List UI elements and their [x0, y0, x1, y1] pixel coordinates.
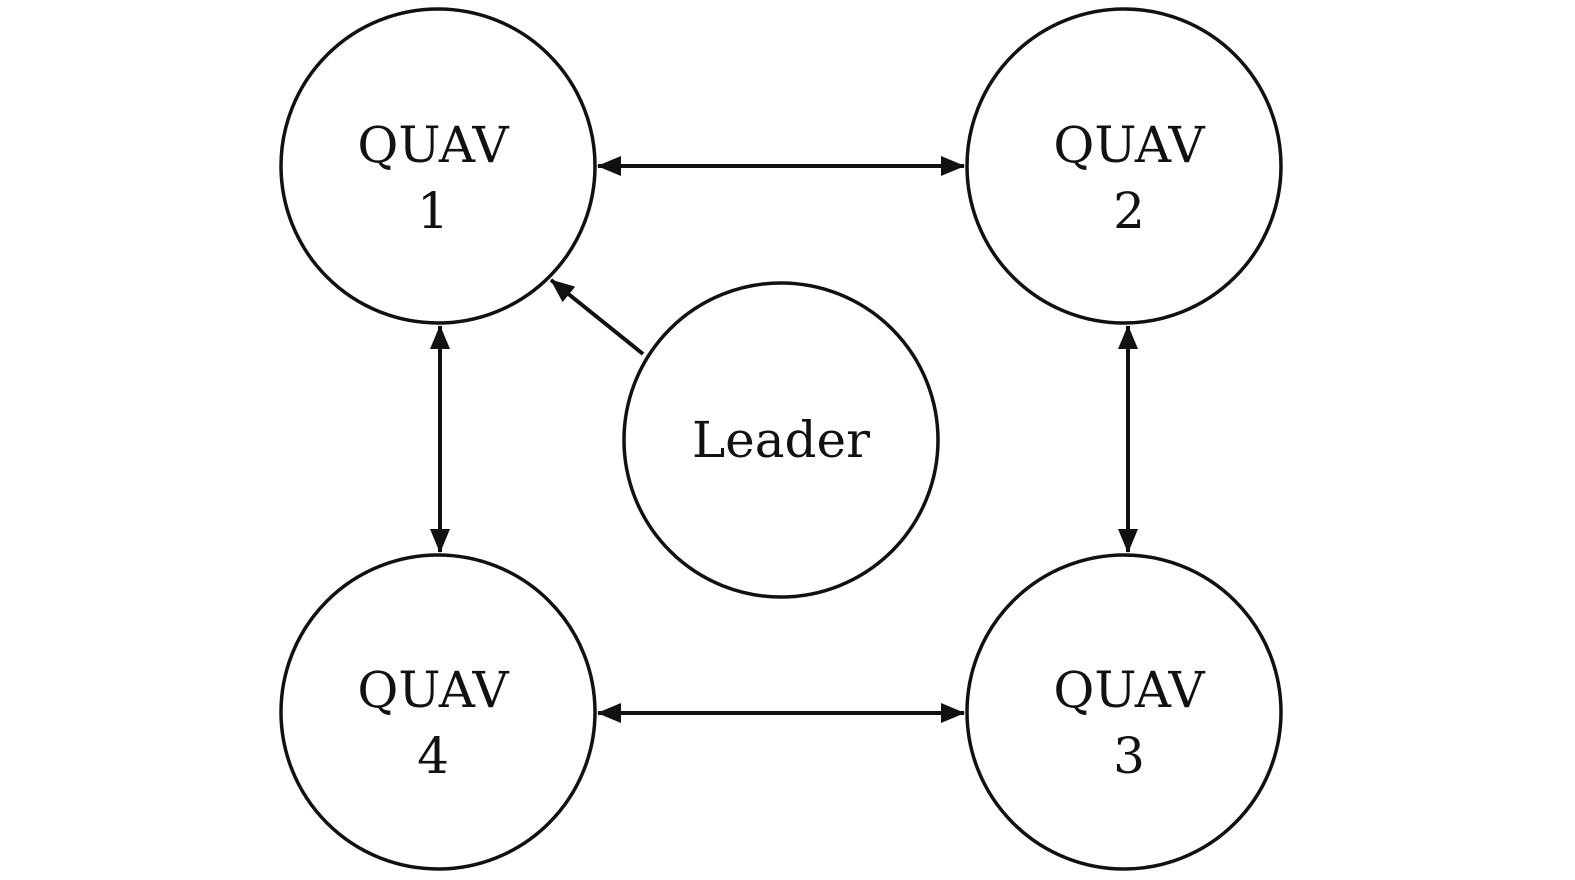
node-leader: Leader	[622, 281, 940, 599]
node-leader-circle	[622, 281, 940, 599]
node-quav3-circle	[965, 553, 1283, 871]
node-quav4-circle	[279, 553, 597, 871]
node-leader-label: Leader	[692, 411, 870, 469]
node-quav2-circle	[965, 7, 1283, 325]
node-quav1-circle	[279, 7, 597, 325]
node-quav1-label-line2: 1	[417, 182, 449, 240]
node-quav3-label-line1: QUAV	[1053, 661, 1205, 719]
node-quav2-label-line1: QUAV	[1053, 116, 1205, 174]
node-quav3: QUAV 3	[965, 553, 1283, 871]
node-quav2-label-line2: 2	[1113, 182, 1145, 240]
node-quav4-label-line2: 4	[417, 727, 449, 785]
node-quav1: QUAV 1	[279, 7, 597, 325]
node-quav1-label-line1: QUAV	[357, 116, 509, 174]
node-quav3-label-line2: 3	[1113, 727, 1145, 785]
node-quav4: QUAV 4	[279, 553, 597, 871]
edge-leader-quav1	[549, 278, 645, 356]
node-quav4-label-line1: QUAV	[357, 661, 509, 719]
edges	[430, 156, 1138, 723]
node-quav2: QUAV 2	[965, 7, 1283, 325]
